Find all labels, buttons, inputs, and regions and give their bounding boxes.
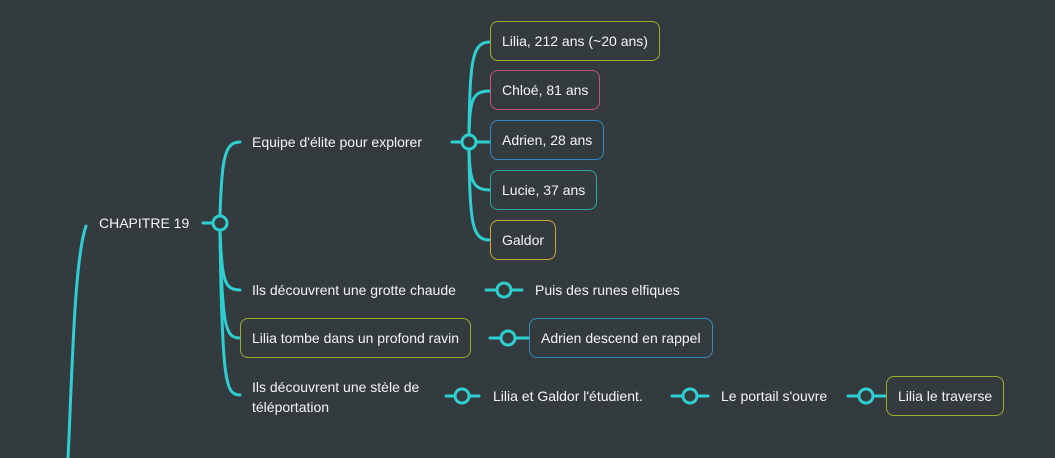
- topic-stele-teleportation[interactable]: Ils découvrent une stèle de téléportatio…: [252, 378, 419, 416]
- collapse-knob-etudient: [681, 387, 699, 405]
- topic-grotte-chaude[interactable]: Ils découvrent une grotte chaude: [252, 281, 456, 299]
- topic-label: Lilia, 212 ans (~20 ans): [502, 33, 648, 49]
- topic-label: Lucie, 37 ans: [502, 182, 586, 198]
- collapse-knob-portail: [857, 387, 875, 405]
- topic-label: Chloé, 81 ans: [502, 82, 589, 98]
- topic-label: Ils découvrent une grotte chaude: [252, 282, 456, 298]
- topic-descend-rappel[interactable]: Adrien descend en rappel: [529, 318, 713, 358]
- topic-equipe-elite[interactable]: Equipe d'élite pour explorer: [252, 133, 422, 151]
- topic-lilia[interactable]: Lilia, 212 ans (~20 ans): [490, 21, 660, 61]
- topic-label: Equipe d'élite pour explorer: [252, 134, 423, 150]
- topic-label: Lilia le traverse: [898, 388, 993, 404]
- topic-adrien[interactable]: Adrien, 28 ans: [490, 120, 605, 160]
- collapse-knob-ravin: [499, 329, 517, 347]
- topic-label: Galdor: [502, 232, 545, 248]
- topic-label-line1: Ils découvrent une stèle de: [252, 379, 420, 395]
- collapse-knob-chapter: [211, 214, 229, 232]
- topic-profond-ravin[interactable]: Lilia tombe dans un profond ravin: [240, 318, 472, 358]
- topic-label: CHAPITRE 19: [99, 215, 190, 231]
- topic-lilia-traverse[interactable]: Lilia le traverse: [886, 376, 1005, 416]
- topic-label: Adrien descend en rappel: [541, 330, 701, 346]
- topic-label: Lilia tombe dans un profond ravin: [252, 330, 460, 346]
- topic-label: Puis des runes elfiques: [535, 282, 680, 298]
- collapse-knob-equipe: [460, 133, 478, 151]
- topic-galdor[interactable]: Galdor: [490, 220, 557, 260]
- topic-runes-elfiques[interactable]: Puis des runes elfiques: [535, 281, 680, 299]
- topic-lucie[interactable]: Lucie, 37 ans: [490, 170, 598, 210]
- topic-portail-ouvre[interactable]: Le portail s'ouvre: [721, 387, 827, 405]
- collapse-knob-grotte: [495, 281, 513, 299]
- topic-chloe[interactable]: Chloé, 81 ans: [490, 70, 601, 110]
- topic-chapitre-19[interactable]: CHAPITRE 19: [99, 214, 189, 232]
- topic-label: Le portail s'ouvre: [721, 388, 828, 404]
- topic-label: Adrien, 28 ans: [502, 132, 593, 148]
- topic-etudient[interactable]: Lilia et Galdor l'étudient.: [493, 387, 643, 405]
- topic-label: Lilia et Galdor l'étudient.: [493, 388, 643, 404]
- collapse-knob-stele: [453, 387, 471, 405]
- topic-label-line2: téléportation: [252, 399, 330, 415]
